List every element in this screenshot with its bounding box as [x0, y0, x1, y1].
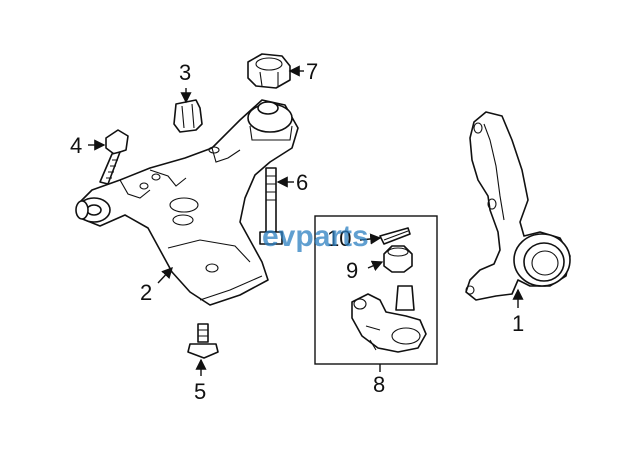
- callout-2: 2: [140, 280, 152, 305]
- ball-joint-kit-box: [314, 215, 438, 365]
- callout-9: 9: [346, 258, 358, 283]
- bolt-part-5: [187, 323, 219, 359]
- callout-4: 4: [70, 133, 82, 158]
- watermark-logo: evparts: [262, 220, 369, 253]
- bolt-part-6: [259, 167, 283, 245]
- castle-nut-part: [383, 245, 413, 273]
- bushing-clip-part: [173, 99, 203, 133]
- callout-7: 7: [306, 59, 318, 84]
- callout-8: 8: [373, 372, 385, 397]
- leader-2: [157, 266, 173, 284]
- callout-5: 5: [194, 379, 206, 404]
- nut-part-7: [247, 53, 291, 89]
- callout-10: 10: [327, 226, 351, 251]
- leader-10: [359, 233, 382, 245]
- steering-knuckle-part: [465, 111, 571, 301]
- cotter-pin-part: [379, 227, 411, 245]
- ball-joint-part: [351, 285, 427, 353]
- leader-lines: [88, 65, 524, 376]
- callout-1: 1: [512, 311, 524, 336]
- leader-9: [367, 260, 384, 272]
- callout-3: 3: [179, 60, 191, 85]
- lower-control-arm-part: [75, 99, 299, 306]
- callout-6: 6: [296, 170, 308, 195]
- bolt-part-4: [99, 129, 129, 185]
